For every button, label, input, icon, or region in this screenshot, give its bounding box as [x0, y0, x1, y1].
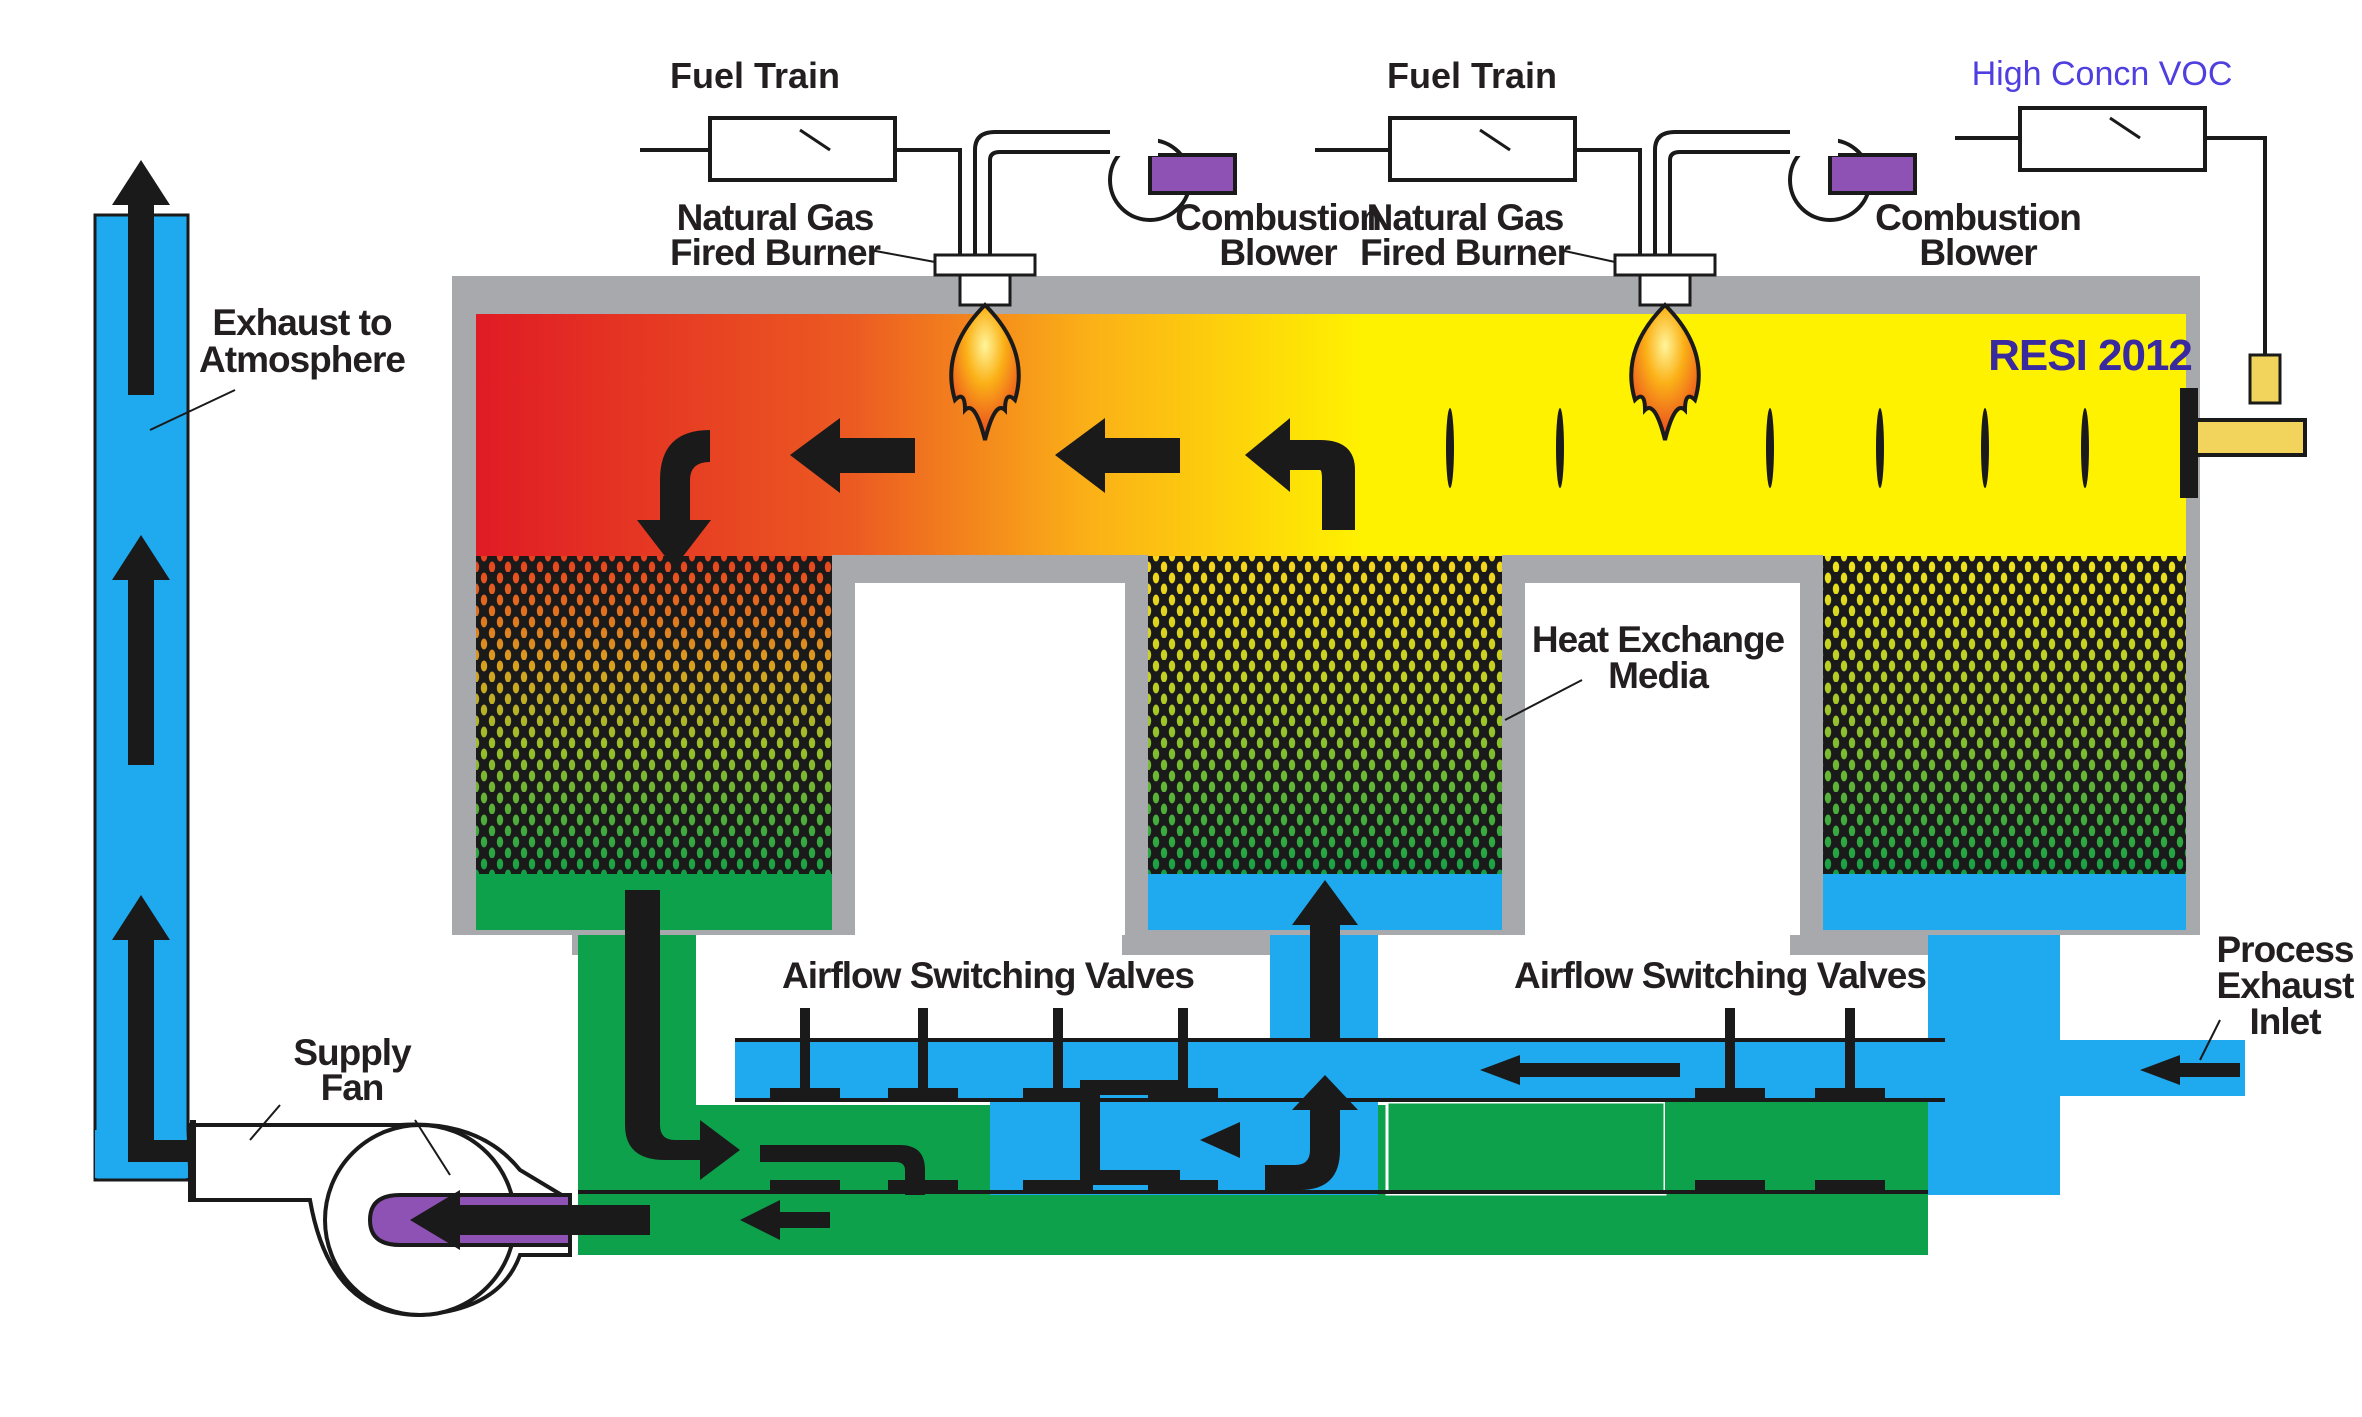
label-fuel-train-2: Fuel Train [1387, 55, 1557, 96]
label-process-line3: Inlet [2249, 1001, 2321, 1042]
label-high-voc: High Concn VOC [1972, 55, 2233, 93]
leader-lines [149, 389, 2221, 1176]
media-bed-3 [1823, 556, 2186, 930]
label-process-line2: Exhaust [2217, 965, 2355, 1006]
label-blower-2-line1: Combustion [1875, 197, 2081, 238]
valve-box [1385, 1100, 1667, 1196]
label-media-line2: Media [1608, 655, 1709, 696]
chamber-gap-2 [1525, 583, 1800, 935]
burner-assembly-2 [1315, 116, 1917, 441]
burner-assembly-1 [640, 116, 1237, 441]
flow-arrows [112, 160, 2240, 1250]
voc-injection [1955, 106, 2307, 498]
label-burner-2-line1: Natural Gas [1367, 197, 1564, 238]
label-burner-1-line1: Natural Gas [677, 197, 874, 238]
label-media-line1: Heat Exchange [1532, 619, 1785, 660]
label-blower-2-line2: Blower [1919, 232, 2037, 273]
label-blower-1-line1: Combustion [1175, 197, 1381, 238]
label-process-line1: Process [2217, 929, 2354, 970]
media-bed-2 [1148, 556, 1502, 930]
media-bed-1 [476, 556, 832, 930]
label-fan-line1: Supply [293, 1032, 412, 1073]
label-fan-line2: Fan [321, 1067, 384, 1108]
label-burner-2-line2: Fired Burner [1360, 232, 1571, 273]
label-resi: RESI 2012 [1988, 331, 2192, 380]
label-burner-1-line2: Fired Burner [670, 232, 881, 273]
label-valves-1: Airflow Switching Valves [782, 955, 1194, 996]
label-valves-2: Airflow Switching Valves [1514, 955, 1926, 996]
label-exhaust-line1: Exhaust to [212, 302, 392, 343]
chamber-gap-1 [855, 583, 1125, 935]
label-fuel-train-1: Fuel Train [670, 55, 840, 96]
label-blower-1-line2: Blower [1219, 232, 1337, 273]
label-exhaust-line2: Atmosphere [199, 339, 405, 380]
voc-streaks [1446, 408, 2089, 488]
